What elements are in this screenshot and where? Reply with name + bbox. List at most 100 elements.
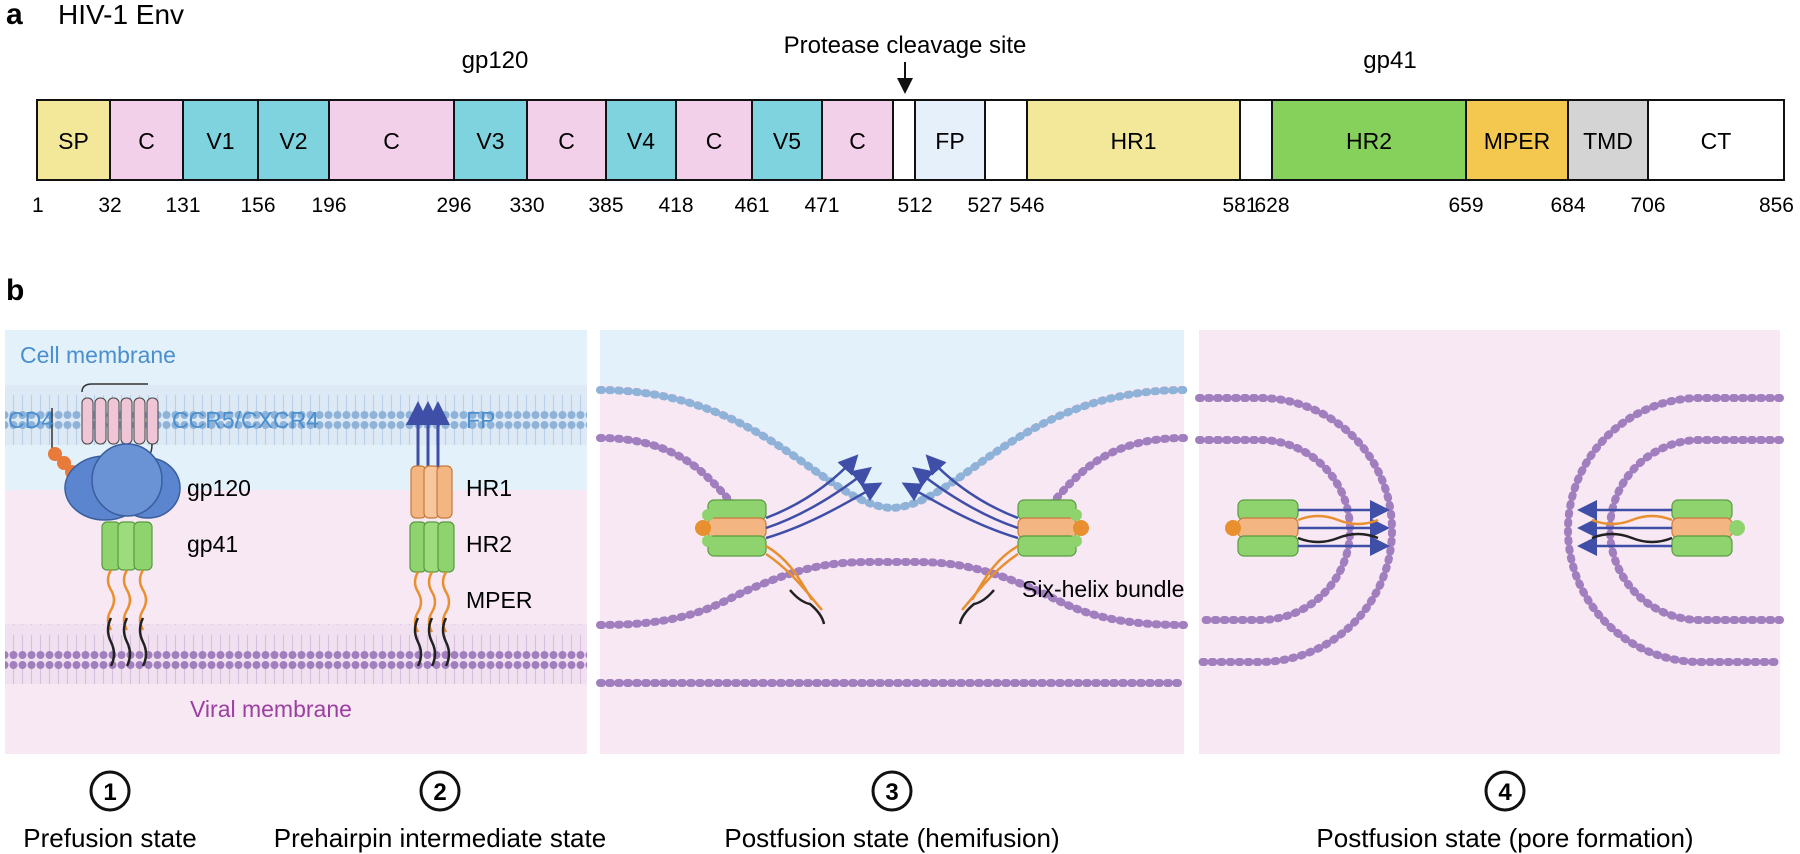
position-label: 471 <box>804 194 839 217</box>
domain-segment <box>109 99 184 181</box>
domain-label: V4 <box>627 128 655 154</box>
domain-segment <box>1026 99 1241 181</box>
position-label: 196 <box>311 194 346 217</box>
state-number: 3 <box>885 779 898 806</box>
domain-label: FP <box>935 128 964 154</box>
six-helix-bundle-right <box>901 454 1089 625</box>
panel-a: a HIV-1 Env gp120 gp41 Protease cleavage… <box>6 0 1794 217</box>
panel-b-label: b <box>6 274 24 307</box>
position-label: 512 <box>897 194 932 217</box>
position-label: 706 <box>1630 194 1665 217</box>
position-label: 385 <box>588 194 623 217</box>
hemifusion-viral-leaflet <box>596 557 1188 629</box>
box-hemifusion: Six-helix bundle <box>596 330 1188 754</box>
panel-a-label: a <box>6 0 23 31</box>
domain-label: C <box>138 128 155 154</box>
state-number-circle <box>871 770 913 812</box>
domain-label: V3 <box>476 128 504 154</box>
domain-label: MPER <box>1484 128 1550 154</box>
state-number-circle <box>89 770 131 812</box>
domain-label: C <box>383 128 400 154</box>
position-label: 296 <box>436 194 471 217</box>
hemifusion-cell-region <box>600 330 1184 505</box>
state-number-circle <box>419 770 461 812</box>
pore-left-inner-leaflet <box>1195 436 1354 624</box>
pore-right-outer-leaflet <box>1564 394 1784 666</box>
box-prefusion-prehairpin: Cell membrane Viral membrane <box>5 330 587 754</box>
panel-a-title: HIV-1 Env <box>58 0 184 30</box>
state-number-circle <box>1484 770 1526 812</box>
panel-b: b Cell membrane Viral membrane <box>5 274 1784 853</box>
gp41-trimer <box>101 521 153 667</box>
position-label: 1 <box>32 194 44 217</box>
pore-right-inner-leaflet <box>1606 436 1784 624</box>
cell-membrane-label: Cell membrane <box>20 342 176 368</box>
position-label: 527 <box>967 194 1002 217</box>
domain-segment <box>751 99 823 181</box>
state-name: Prefusion state <box>23 823 196 853</box>
hemifusion-cell-leaflet <box>596 386 1188 513</box>
position-label: 131 <box>165 194 200 217</box>
domain-segment <box>1465 99 1569 181</box>
pore-bundle-right <box>1577 499 1745 557</box>
domain-segment <box>1271 99 1467 181</box>
domain-label: V5 <box>773 128 801 154</box>
domain-segment <box>984 99 1028 181</box>
domain-segment <box>821 99 894 181</box>
domain-label: CT <box>1701 128 1732 154</box>
domain-label: HR2 <box>1346 128 1392 154</box>
state-name: Postfusion state (pore formation) <box>1316 823 1693 853</box>
position-label: 659 <box>1448 194 1483 217</box>
state-number: 1 <box>103 779 116 806</box>
state-name: Postfusion state (hemifusion) <box>724 823 1059 853</box>
domain-label: V2 <box>279 128 307 154</box>
gp41-label: gp41 <box>187 531 238 557</box>
pore-bundle-left <box>1225 499 1390 557</box>
domain-label: SP <box>58 128 89 154</box>
position-label: 581 <box>1222 194 1257 217</box>
domain-label: C <box>706 128 723 154</box>
state-4: 4 Postfusion state (pore formation) <box>1316 770 1694 853</box>
domain-segment <box>182 99 259 181</box>
fp-label: FP <box>466 407 495 433</box>
six-helix-bundle-label: Six-helix bundle <box>1022 576 1184 602</box>
gp120-trimer <box>64 443 181 521</box>
position-label: 856 <box>1759 194 1794 217</box>
position-label: 684 <box>1550 194 1585 217</box>
domain-segment <box>1239 99 1273 181</box>
position-label: 546 <box>1009 194 1044 217</box>
position-label: 628 <box>1254 194 1289 217</box>
domain-label: C <box>558 128 575 154</box>
viral-membrane-bilayer <box>5 624 587 684</box>
state-2: 2 Prehairpin intermediate state <box>274 770 606 853</box>
domain-segment <box>1567 99 1649 181</box>
position-label: 156 <box>240 194 275 217</box>
prehairpin-intermediate <box>406 401 455 667</box>
mper-label: MPER <box>466 587 532 613</box>
position-label: 418 <box>658 194 693 217</box>
domain-segment <box>675 99 753 181</box>
cd4-label: CD4 <box>8 407 54 433</box>
gp120-region-label: gp120 <box>462 47 529 74</box>
domain-label: TMD <box>1583 128 1633 154</box>
state-name: Prehairpin intermediate state <box>274 823 606 853</box>
hr1-label: HR1 <box>466 475 512 501</box>
domain-segment <box>892 99 916 181</box>
position-label: 32 <box>98 194 121 217</box>
domain-segment <box>1647 99 1785 181</box>
position-label: 461 <box>734 194 769 217</box>
ccr5-label: CCR5/CXCR4 <box>172 407 319 433</box>
state-1: 1 Prefusion state <box>23 770 197 853</box>
domain-label: V1 <box>206 128 234 154</box>
position-label: 330 <box>509 194 544 217</box>
state-number: 4 <box>1498 779 1512 806</box>
state-number: 2 <box>433 779 446 806</box>
six-helix-bundle-left <box>695 454 883 625</box>
domain-label: HR1 <box>1110 128 1156 154</box>
box-pore-formation <box>1195 330 1784 754</box>
hr2-label: HR2 <box>466 531 512 557</box>
viral-membrane-label: Viral membrane <box>190 696 352 722</box>
gp41-region-label: gp41 <box>1363 47 1416 74</box>
